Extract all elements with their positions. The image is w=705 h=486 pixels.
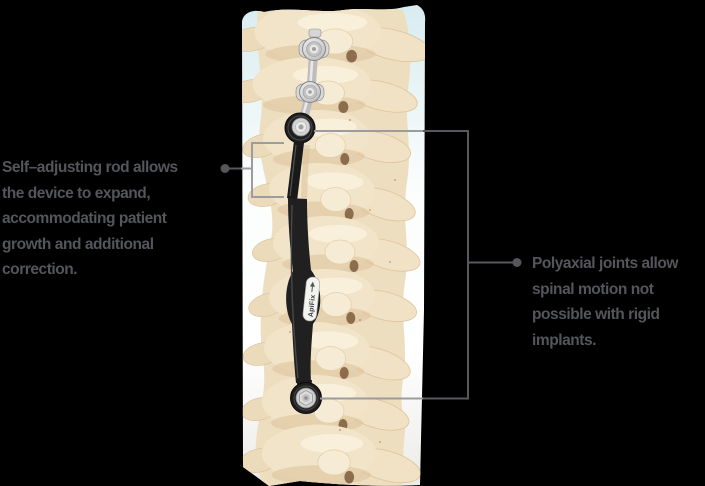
caption-line: accommodating patient xyxy=(2,210,167,227)
callout-left xyxy=(220,142,284,198)
callout-left-bracket xyxy=(251,142,284,198)
caption-line: correction. xyxy=(2,261,78,278)
callout-right-bracket xyxy=(423,130,513,400)
pedicle-screw-top xyxy=(298,37,330,61)
caption-polyaxial-joints: Polyaxial joints allow spinal motion not… xyxy=(532,251,678,353)
pedicle-screw-middle xyxy=(295,81,325,103)
callout-right xyxy=(314,130,522,400)
caption-line: the device to expand, xyxy=(2,184,151,202)
caption-self-adjusting-rod: Self–adjusting rod allows the device to … xyxy=(2,155,178,283)
caption-line: Polyaxial joints allow xyxy=(532,255,679,272)
polyaxial-joint-bottom xyxy=(290,380,322,414)
up-arrow-icon xyxy=(309,281,315,287)
implant-label: ApiFix xyxy=(308,294,317,317)
polyaxial-joint-top xyxy=(284,112,316,144)
callout-right-dot xyxy=(512,258,522,267)
caption-line: growth and additional xyxy=(2,235,154,253)
bone-speckles xyxy=(289,54,396,443)
caption-line: Self–adjusting rod allows xyxy=(2,159,178,176)
implant: ApiFix xyxy=(284,28,330,414)
callout-left-dot xyxy=(220,164,230,173)
caption-line: spinal motion not xyxy=(532,280,654,298)
self-adjusting-rod xyxy=(287,141,304,201)
caption-line: possible with rigid xyxy=(532,306,660,323)
caption-line: implants. xyxy=(532,331,596,349)
implant-label-plate: ApiFix xyxy=(302,276,321,322)
rod-sleeve xyxy=(286,198,321,383)
